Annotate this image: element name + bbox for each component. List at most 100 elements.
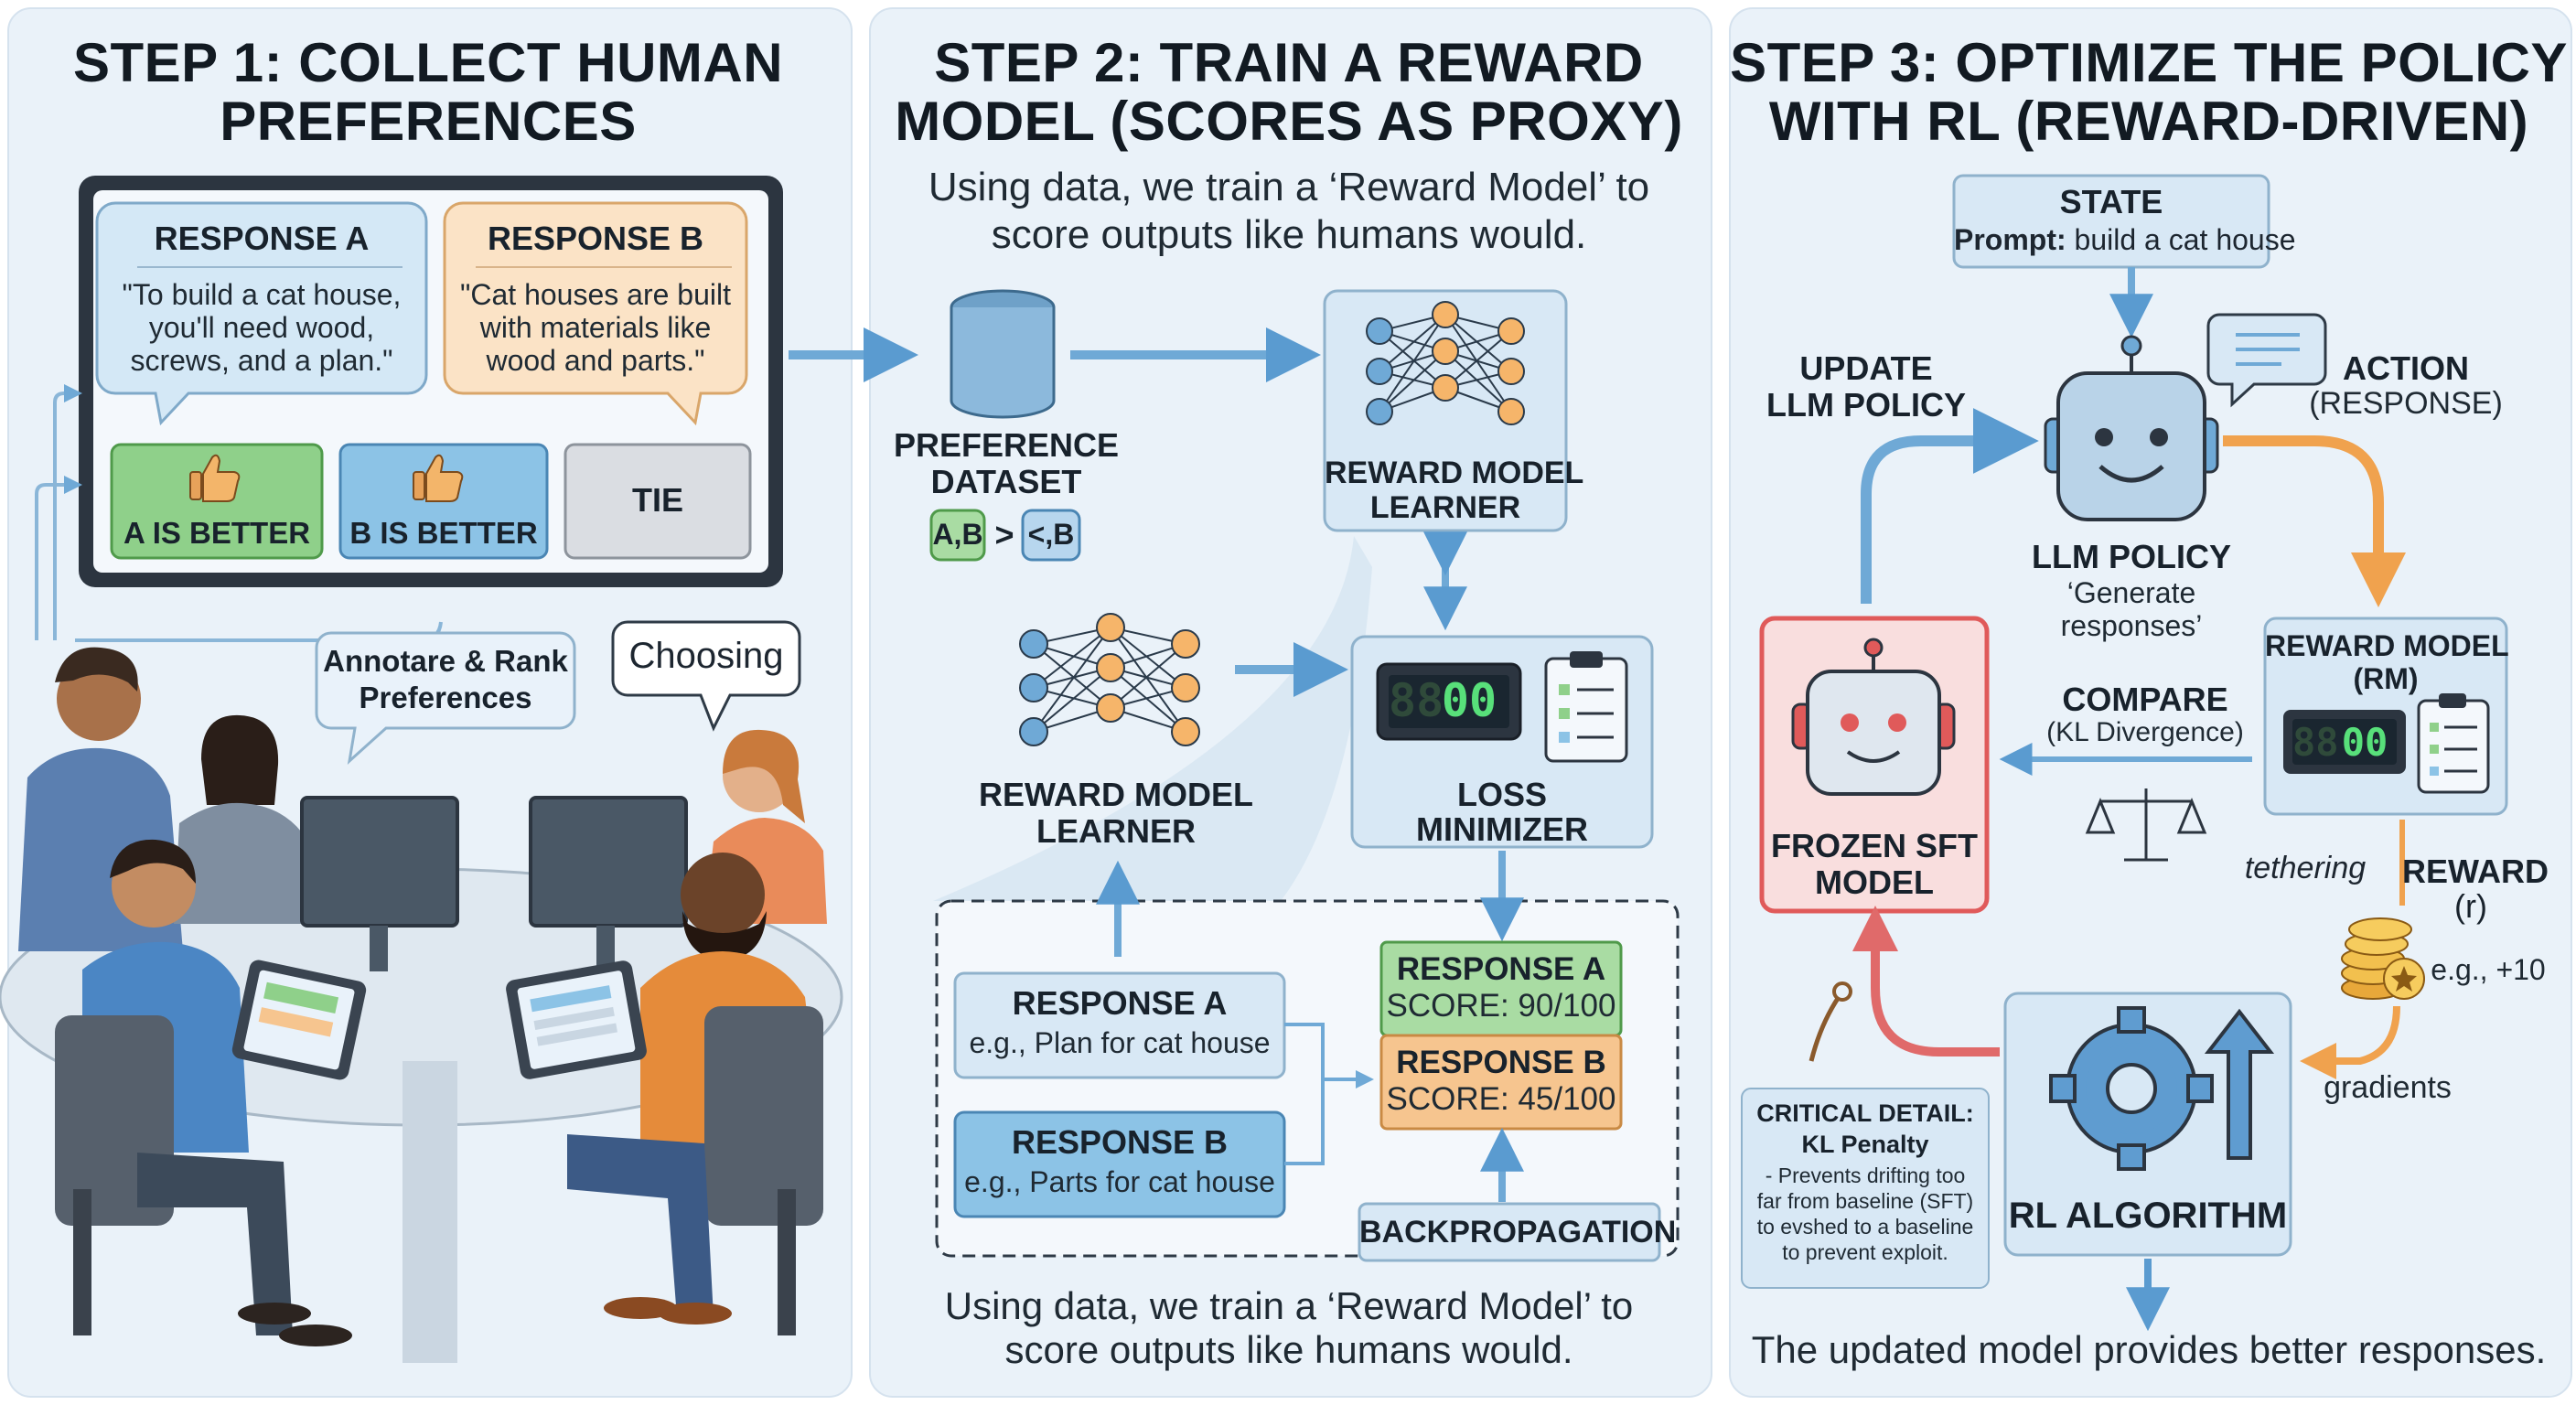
- rm-learner-left-line2: LEARNER: [1036, 812, 1196, 850]
- state-prompt: Prompt: build a cat house: [1954, 223, 2296, 257]
- response-b-text-1: "Cat houses are built: [460, 278, 731, 311]
- neural-net-icon-left: [1019, 613, 1200, 746]
- loss-label-line1: LOSS: [1456, 776, 1547, 813]
- response-a-text-2: you'll need wood,: [148, 311, 375, 344]
- annotate-bubble-line2: Preferences: [359, 681, 532, 714]
- step2-subtitle-line1: Using data, we train a ‘Reward Model’ to: [928, 165, 1650, 209]
- resp-a-sub: e.g., Plan for cat house: [969, 1026, 1271, 1059]
- llm-policy-sub-1: ‘Generate: [2066, 576, 2196, 609]
- step2-footer-line1: Using data, we train a ‘Reward Model’ to: [944, 1284, 1634, 1327]
- critical-text-4: to prevent exploit.: [1782, 1240, 1948, 1264]
- robot-llm-icon: [2044, 335, 2219, 521]
- action-label: ACTION: [2343, 349, 2469, 387]
- choosing-bubble-text: Choosing: [628, 636, 784, 676]
- frozen-label-line1: FROZEN SFT: [1771, 827, 1978, 864]
- critical-text-3: to evshed to a baseline: [1756, 1215, 1974, 1239]
- rm-learner-left-line1: REWARD MODEL: [979, 776, 1253, 813]
- chip-ab-bg: [929, 509, 986, 562]
- step2-subtitle-line2: score outputs like humans would.: [991, 212, 1587, 257]
- balance-scale-icon: [2085, 788, 2207, 862]
- response-b-bubble: [443, 201, 748, 426]
- neural-net-icon-top: [1366, 301, 1525, 425]
- backprop-box: [1358, 1202, 1661, 1262]
- reward-label-line2: (r): [2454, 887, 2487, 925]
- response-a-bubble: [95, 201, 428, 426]
- score-a-value: SCORE: 90/100: [1386, 988, 1616, 1024]
- rm-title-line1: REWARD MODEL: [2265, 629, 2509, 662]
- step1-title-line2: PREFERENCES: [220, 91, 637, 152]
- critical-text-1: - Prevents drifting too: [1765, 1164, 1966, 1187]
- response-a-text-3: screws, and a plan.": [130, 344, 393, 377]
- backprop-label: BACKPROPAGATION: [1359, 1215, 1677, 1249]
- up-arrow-icon: [2204, 1008, 2275, 1160]
- response-b-text-3: wood and parts.": [486, 344, 705, 377]
- compare-label: COMPARE: [2062, 681, 2228, 718]
- rm-learner-top-line1: REWARD MODEL: [1325, 456, 1584, 490]
- critical-title-1: CRITICAL DETAIL:: [1756, 1099, 1974, 1127]
- annotators-scene-illustration: [0, 647, 843, 1363]
- robot-frozen-icon: [1791, 638, 1956, 796]
- loss-label-line2: MINIMIZER: [1416, 810, 1588, 848]
- llm-policy-label: LLM POLICY: [2032, 538, 2231, 575]
- loss-timer-dim: 88: [1389, 674, 1444, 727]
- annotate-bubble: [315, 631, 576, 765]
- dataset-label-line2: DATASET: [930, 463, 1082, 500]
- update-label-line1: UPDATE: [1799, 349, 1933, 387]
- frozen-label-line2: MODEL: [1815, 863, 1934, 901]
- a-better-button[interactable]: A IS BETTER: [123, 516, 311, 550]
- thumbs-up-icon-b: [413, 454, 464, 502]
- state-box: [1952, 174, 2270, 269]
- response-b-text-2: with materials like: [479, 311, 712, 344]
- step3-title-line2: WITH RL (REWARD-DRIVEN): [1768, 91, 2529, 152]
- rm-timer-dim: 88: [2292, 720, 2339, 765]
- state-prompt-value: build a cat house: [2074, 223, 2296, 256]
- tie-button-bg: [564, 443, 752, 560]
- chat-bubble-icon: [2206, 313, 2327, 408]
- database-icon: [950, 289, 1056, 419]
- tie-button[interactable]: TIE: [631, 481, 683, 519]
- rm-timer-readout: 00: [2341, 720, 2388, 765]
- score-b-title: RESPONSE B: [1396, 1045, 1606, 1080]
- score-a-title: RESPONSE A: [1396, 951, 1606, 987]
- rl-algorithm-label: RL ALGORITHM: [2008, 1196, 2288, 1236]
- llm-policy-sub-2: responses’: [2060, 609, 2203, 642]
- step2-footer-line2: score outputs like humans would.: [1004, 1328, 1573, 1371]
- choosing-bubble: [611, 620, 801, 732]
- step3-title-line1: STEP 3: OPTIMIZE THE POLICY: [1730, 32, 2568, 93]
- chip-lb: <,B: [1027, 518, 1075, 551]
- score-b-value: SCORE: 45/100: [1386, 1081, 1616, 1117]
- response-a-text-1: "To build a cat house,: [122, 278, 402, 311]
- dataset-label-line1: PREFERENCE: [893, 426, 1120, 464]
- compare-sub: (KL Divergence): [2046, 717, 2244, 747]
- b-better-button[interactable]: B IS BETTER: [349, 516, 538, 550]
- resp-b-sub: e.g., Parts for cat house: [964, 1165, 1275, 1198]
- state-title: STATE: [2059, 183, 2163, 220]
- coins-icon: [2341, 917, 2425, 1000]
- step3-footer: The updated model provides better respon…: [1751, 1328, 2547, 1371]
- rm-title-line2: (RM): [2353, 662, 2419, 695]
- resp-a-title: RESPONSE A: [1012, 984, 1228, 1022]
- gear-icon: [2049, 1006, 2214, 1171]
- step2-title-line2: MODEL (SCORES AS PROXY): [895, 91, 1683, 152]
- clipboard-icon-rm: [2417, 693, 2490, 794]
- critical-text-2: far from baseline (SFT): [1756, 1189, 1974, 1213]
- rm-learner-top-line2: LEARNER: [1369, 490, 1521, 525]
- reward-label-line1: REWARD: [2402, 853, 2549, 890]
- clipboard-icon: [1544, 651, 1628, 763]
- chip-lb-bg: [1021, 509, 1081, 562]
- tethering-label: tethering: [2244, 851, 2367, 885]
- critical-detail-box: [1741, 1088, 1990, 1289]
- update-label-line2: LLM POLICY: [1766, 386, 1966, 424]
- response-a-title: RESPONSE A: [154, 220, 370, 257]
- response-b-title: RESPONSE B: [487, 220, 704, 257]
- gradients-label: gradients: [2324, 1070, 2452, 1105]
- step1-title-line1: STEP 1: COLLECT HUMAN: [72, 32, 784, 93]
- rm-learner-top-box: [1323, 289, 1568, 532]
- state-prompt-label: Prompt:: [1954, 223, 2066, 256]
- annotate-bubble-line1: Annotare & Rank: [323, 644, 568, 678]
- action-sub: (RESPONSE): [2309, 386, 2503, 421]
- chip-gt: >: [994, 516, 1014, 553]
- chip-ab: A,B: [932, 518, 983, 551]
